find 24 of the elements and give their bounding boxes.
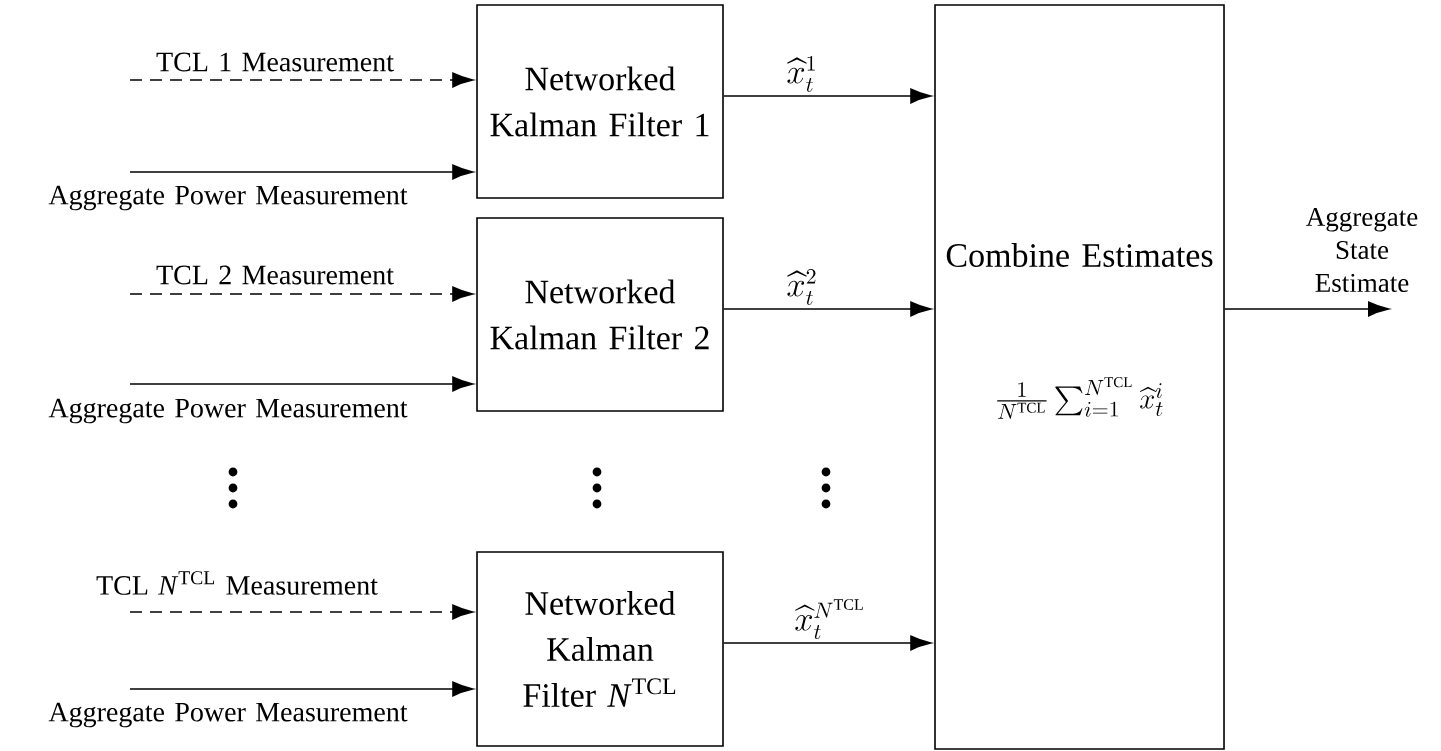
edge-label: $\widehat{x}_t^{1}$: [787, 55, 815, 92]
edge-label: Aggregate State Estimate: [1306, 207, 1418, 293]
arrow: [129, 164, 474, 180]
edge-label: TCL N$^{TCL}$ Measurement: [96, 571, 378, 595]
edge-label: TCL 1 Measurement: [156, 52, 394, 72]
arrow: [1224, 301, 1390, 317]
filter-box: Networked Kalman Filter N$^{TCL}$: [476, 551, 724, 747]
arrow: [723, 301, 932, 317]
arrow: [129, 681, 474, 697]
dashed-arrow: [129, 286, 474, 302]
edge-label: Aggregate Power Measurement: [48, 702, 408, 728]
dashed-arrow: [129, 604, 474, 620]
edge-label: TCL 2 Measurement: [156, 265, 394, 285]
edge-label: Aggregate Power Measurement: [48, 398, 408, 424]
edge-label: $\widehat{x}_t^{2}$: [787, 268, 816, 305]
dashed-arrow: [129, 72, 474, 88]
combine-box: Combine Estimates $\frac{1}{N^{\mathrm{TCL}}}\sum_{i=1}^{N^{\mathrm{TCL}}}\widehat{x}_t^{i}$: [934, 4, 1225, 750]
arrow: [723, 88, 932, 104]
arrow: [723, 635, 932, 651]
filter-box: Networked Kalman Filter 1: [476, 4, 724, 199]
arrow: [129, 376, 474, 392]
edge-label: $\widehat{x}_t^{N^{\mathrm{TCL}}}$: [795, 599, 863, 640]
edge-label: Aggregate Power Measurement: [48, 185, 408, 211]
filter-box: Networked Kalman Filter 2: [476, 217, 724, 412]
